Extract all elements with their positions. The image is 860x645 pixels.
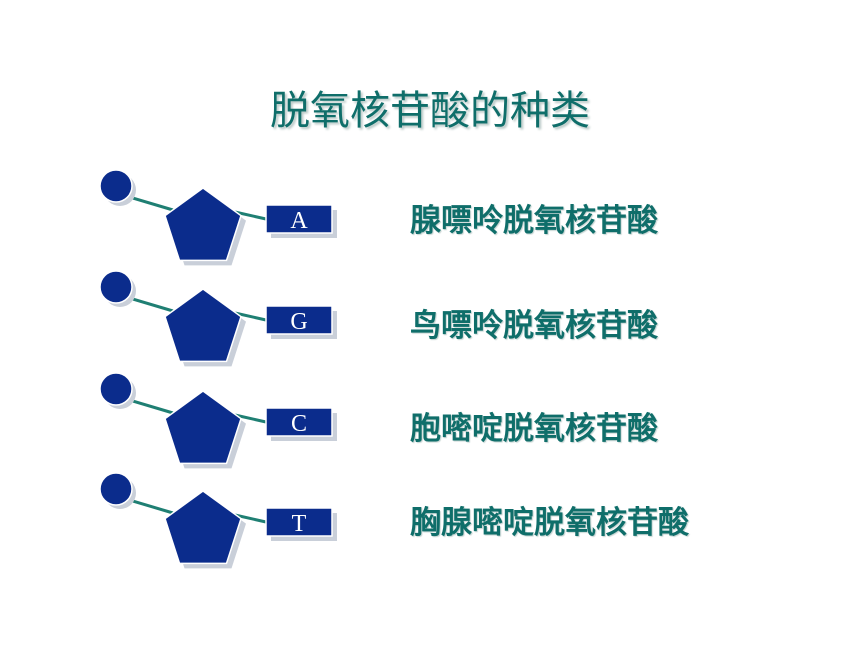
phosphate-sugar-bond xyxy=(125,497,174,515)
base-box xyxy=(265,407,333,437)
nucleotide-name-a: 腺嘌呤脱氧核苷酸 xyxy=(410,203,658,239)
deoxyribose-pentagon xyxy=(164,390,242,465)
base-letter: C xyxy=(291,411,307,437)
phosphate-sugar-bond xyxy=(125,397,174,415)
sugar-base-bond xyxy=(234,311,267,322)
slide-title: 脱氧核苷酸的种类 xyxy=(270,88,590,134)
nucleotide-row: T xyxy=(99,472,337,569)
nucleotide-row: C xyxy=(99,372,337,469)
base-letter: A xyxy=(290,208,308,234)
sugar-base-bond xyxy=(234,210,267,221)
phosphate-circle xyxy=(99,472,133,506)
deoxyribose-pentagon xyxy=(164,490,242,565)
sugar-base-bond xyxy=(234,413,267,424)
phosphate-circle xyxy=(99,372,133,406)
deoxyribose-pentagon xyxy=(164,187,242,262)
phosphate-circle xyxy=(99,169,133,203)
base-letter: T xyxy=(292,511,307,537)
base-box xyxy=(265,204,333,234)
base-letter: G xyxy=(290,309,307,335)
nucleotide-name-g: 鸟嘌呤脱氧核苷酸 xyxy=(410,308,658,344)
nucleotide-name-c: 胞嘧啶脱氧核苷酸 xyxy=(410,411,658,447)
nucleotide-row: A xyxy=(99,169,337,266)
base-box xyxy=(265,507,333,537)
phosphate-sugar-bond xyxy=(125,295,174,313)
phosphate-sugar-bond xyxy=(125,194,174,212)
nucleotide-row: G xyxy=(99,270,337,367)
sugar-base-bond xyxy=(234,513,267,524)
nucleotide-name-t: 胸腺嘧啶脱氧核苷酸 xyxy=(410,505,689,541)
base-box xyxy=(265,305,333,335)
deoxyribose-pentagon xyxy=(164,288,242,363)
phosphate-circle xyxy=(99,270,133,304)
